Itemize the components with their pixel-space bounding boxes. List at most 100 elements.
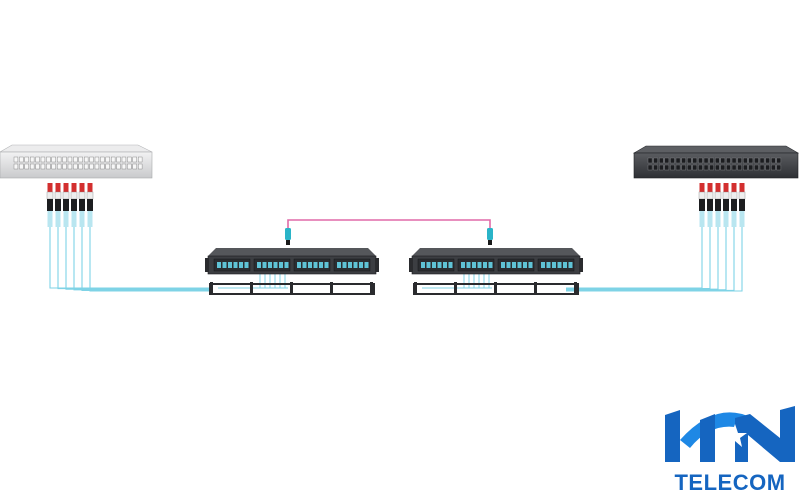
cable-manager-post [210, 282, 213, 294]
lc-boot-aqua [47, 211, 53, 227]
switch-port [731, 164, 737, 171]
switch-port [100, 156, 105, 163]
lc-connector-body [698, 191, 706, 200]
lc-boot-aqua [731, 211, 737, 227]
telecom-logo [665, 406, 795, 462]
lc-fiber [49, 226, 212, 289]
switch-port [105, 163, 110, 170]
cassette-port [472, 262, 476, 268]
lc-boot-red [731, 183, 737, 192]
lc-boot-red [707, 183, 713, 192]
switch-port [771, 164, 776, 171]
switch-port [737, 157, 742, 164]
switch-port [78, 156, 83, 163]
switch-port [748, 157, 754, 164]
lc-boot-aqua [707, 211, 713, 227]
cassette-port [432, 262, 436, 268]
lc-fiber [57, 226, 212, 290]
cassette-port [313, 262, 318, 268]
mpo-connector-right [487, 228, 493, 245]
switch-port [720, 164, 726, 171]
switch-port [73, 156, 78, 163]
switch-port [83, 163, 89, 170]
switch-port [720, 157, 726, 164]
switch-port [132, 156, 137, 163]
switch-port [13, 156, 19, 163]
switch-port [698, 164, 703, 171]
switch-port [105, 156, 110, 163]
cable-manager-post [370, 282, 373, 294]
switch-port [67, 163, 73, 170]
switch-port [715, 157, 720, 164]
logo-n-right [735, 414, 795, 462]
switch-port [67, 156, 73, 163]
lc-boot-aqua [71, 211, 77, 227]
cassette-port [517, 262, 522, 268]
cassette-port [557, 262, 562, 268]
switch-port [675, 157, 681, 164]
switch-port [759, 164, 765, 171]
logo-h-left [665, 410, 680, 462]
switch-port [62, 163, 67, 170]
switch-port [653, 157, 658, 164]
switch-port [57, 156, 62, 163]
switch-right-ports [647, 157, 782, 171]
switch-port [89, 163, 94, 170]
lc-connector-black [63, 199, 69, 211]
switch-port [681, 157, 686, 164]
cassette-panel-left [205, 248, 379, 295]
cassette-port [279, 262, 283, 268]
switch-port [647, 157, 653, 164]
switch-port [24, 163, 29, 170]
cassette-port [477, 262, 482, 268]
cassette-port [302, 262, 307, 268]
lc-connector-black [739, 199, 745, 211]
switch-port [659, 164, 664, 171]
switch-port [94, 163, 100, 170]
rack-ear [409, 258, 413, 272]
lc-fiber [73, 226, 212, 291]
switch-port [653, 164, 658, 171]
cassette-port [233, 262, 238, 268]
lc-connector-body [714, 191, 722, 200]
switch-port [776, 157, 782, 164]
switch-port [670, 157, 675, 164]
switch-port [46, 156, 51, 163]
cassette-port [501, 262, 505, 268]
cassette-port [466, 262, 471, 268]
switch-port [743, 157, 748, 164]
cable-manager-post [250, 282, 253, 294]
switch-port [78, 163, 83, 170]
lc-connector-body [54, 191, 62, 200]
switch-port [754, 157, 759, 164]
lc-connector-black [55, 199, 61, 211]
lc-connector-body [722, 191, 730, 200]
lc-fiber [81, 226, 212, 291]
cassette-port [461, 262, 465, 268]
switch-left [0, 144, 153, 179]
mpo-connector-left [285, 228, 291, 245]
switch-port [121, 163, 127, 170]
cassette-port [342, 262, 347, 268]
lc-connectors-left [46, 183, 94, 227]
cassette-port [319, 262, 323, 268]
switch-port [754, 164, 759, 171]
switch-port [100, 163, 105, 170]
switch-port [664, 164, 670, 171]
cassette-panel-right [409, 248, 583, 295]
switch-port [127, 163, 132, 170]
lc-connector-black [47, 199, 53, 211]
mpo-trunk-cable [287, 219, 491, 238]
lc-fiber [566, 226, 727, 291]
switch-port [670, 164, 675, 171]
cassette-port [512, 262, 516, 268]
cable-manager-post [290, 282, 293, 294]
switch-port [731, 157, 737, 164]
cassette-port [222, 262, 227, 268]
switch-port [46, 163, 51, 170]
lc-connector-black [715, 199, 721, 211]
lc-connector-body [86, 191, 94, 200]
cassette-port [528, 262, 533, 268]
lc-boot-aqua [79, 211, 85, 227]
